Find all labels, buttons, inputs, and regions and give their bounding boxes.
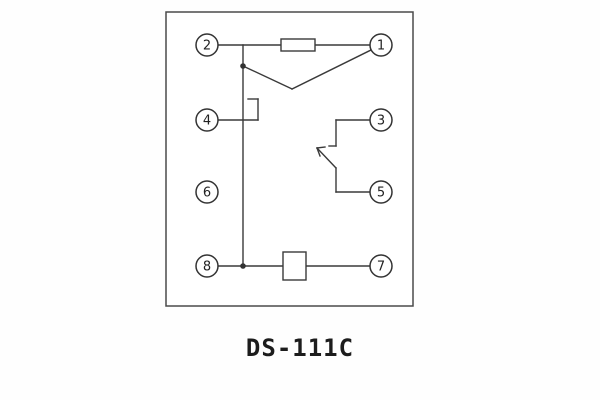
- delayed-contact-arrow-icon: [316, 146, 337, 169]
- terminal-3-label: 3: [377, 114, 385, 129]
- terminal-7: 7: [369, 254, 393, 278]
- terminal-1: 1: [369, 33, 393, 57]
- terminal-7-label: 7: [377, 260, 385, 275]
- junction-dot: [240, 63, 246, 69]
- terminal-4: 4: [195, 108, 219, 132]
- diagram-title: DS-111C: [245, 334, 355, 362]
- resistor-symbol: [280, 38, 316, 52]
- terminal-6-label: 6: [203, 186, 211, 201]
- terminal-8: 8: [195, 254, 219, 278]
- terminal-4-label: 4: [203, 114, 211, 129]
- terminal-5-label: 5: [377, 186, 385, 201]
- terminal-3: 3: [369, 108, 393, 132]
- terminal-8-label: 8: [203, 260, 211, 275]
- terminal-6: 6: [195, 180, 219, 204]
- terminal-1-label: 1: [377, 39, 385, 54]
- wiring-lines: [217, 44, 372, 267]
- terminal-2: 2: [195, 33, 219, 57]
- terminal-5: 5: [369, 180, 393, 204]
- junction-dot: [240, 263, 246, 269]
- switching-contact-blade: [242, 65, 293, 90]
- terminal-2-label: 2: [203, 39, 211, 54]
- coil-symbol: [282, 251, 307, 281]
